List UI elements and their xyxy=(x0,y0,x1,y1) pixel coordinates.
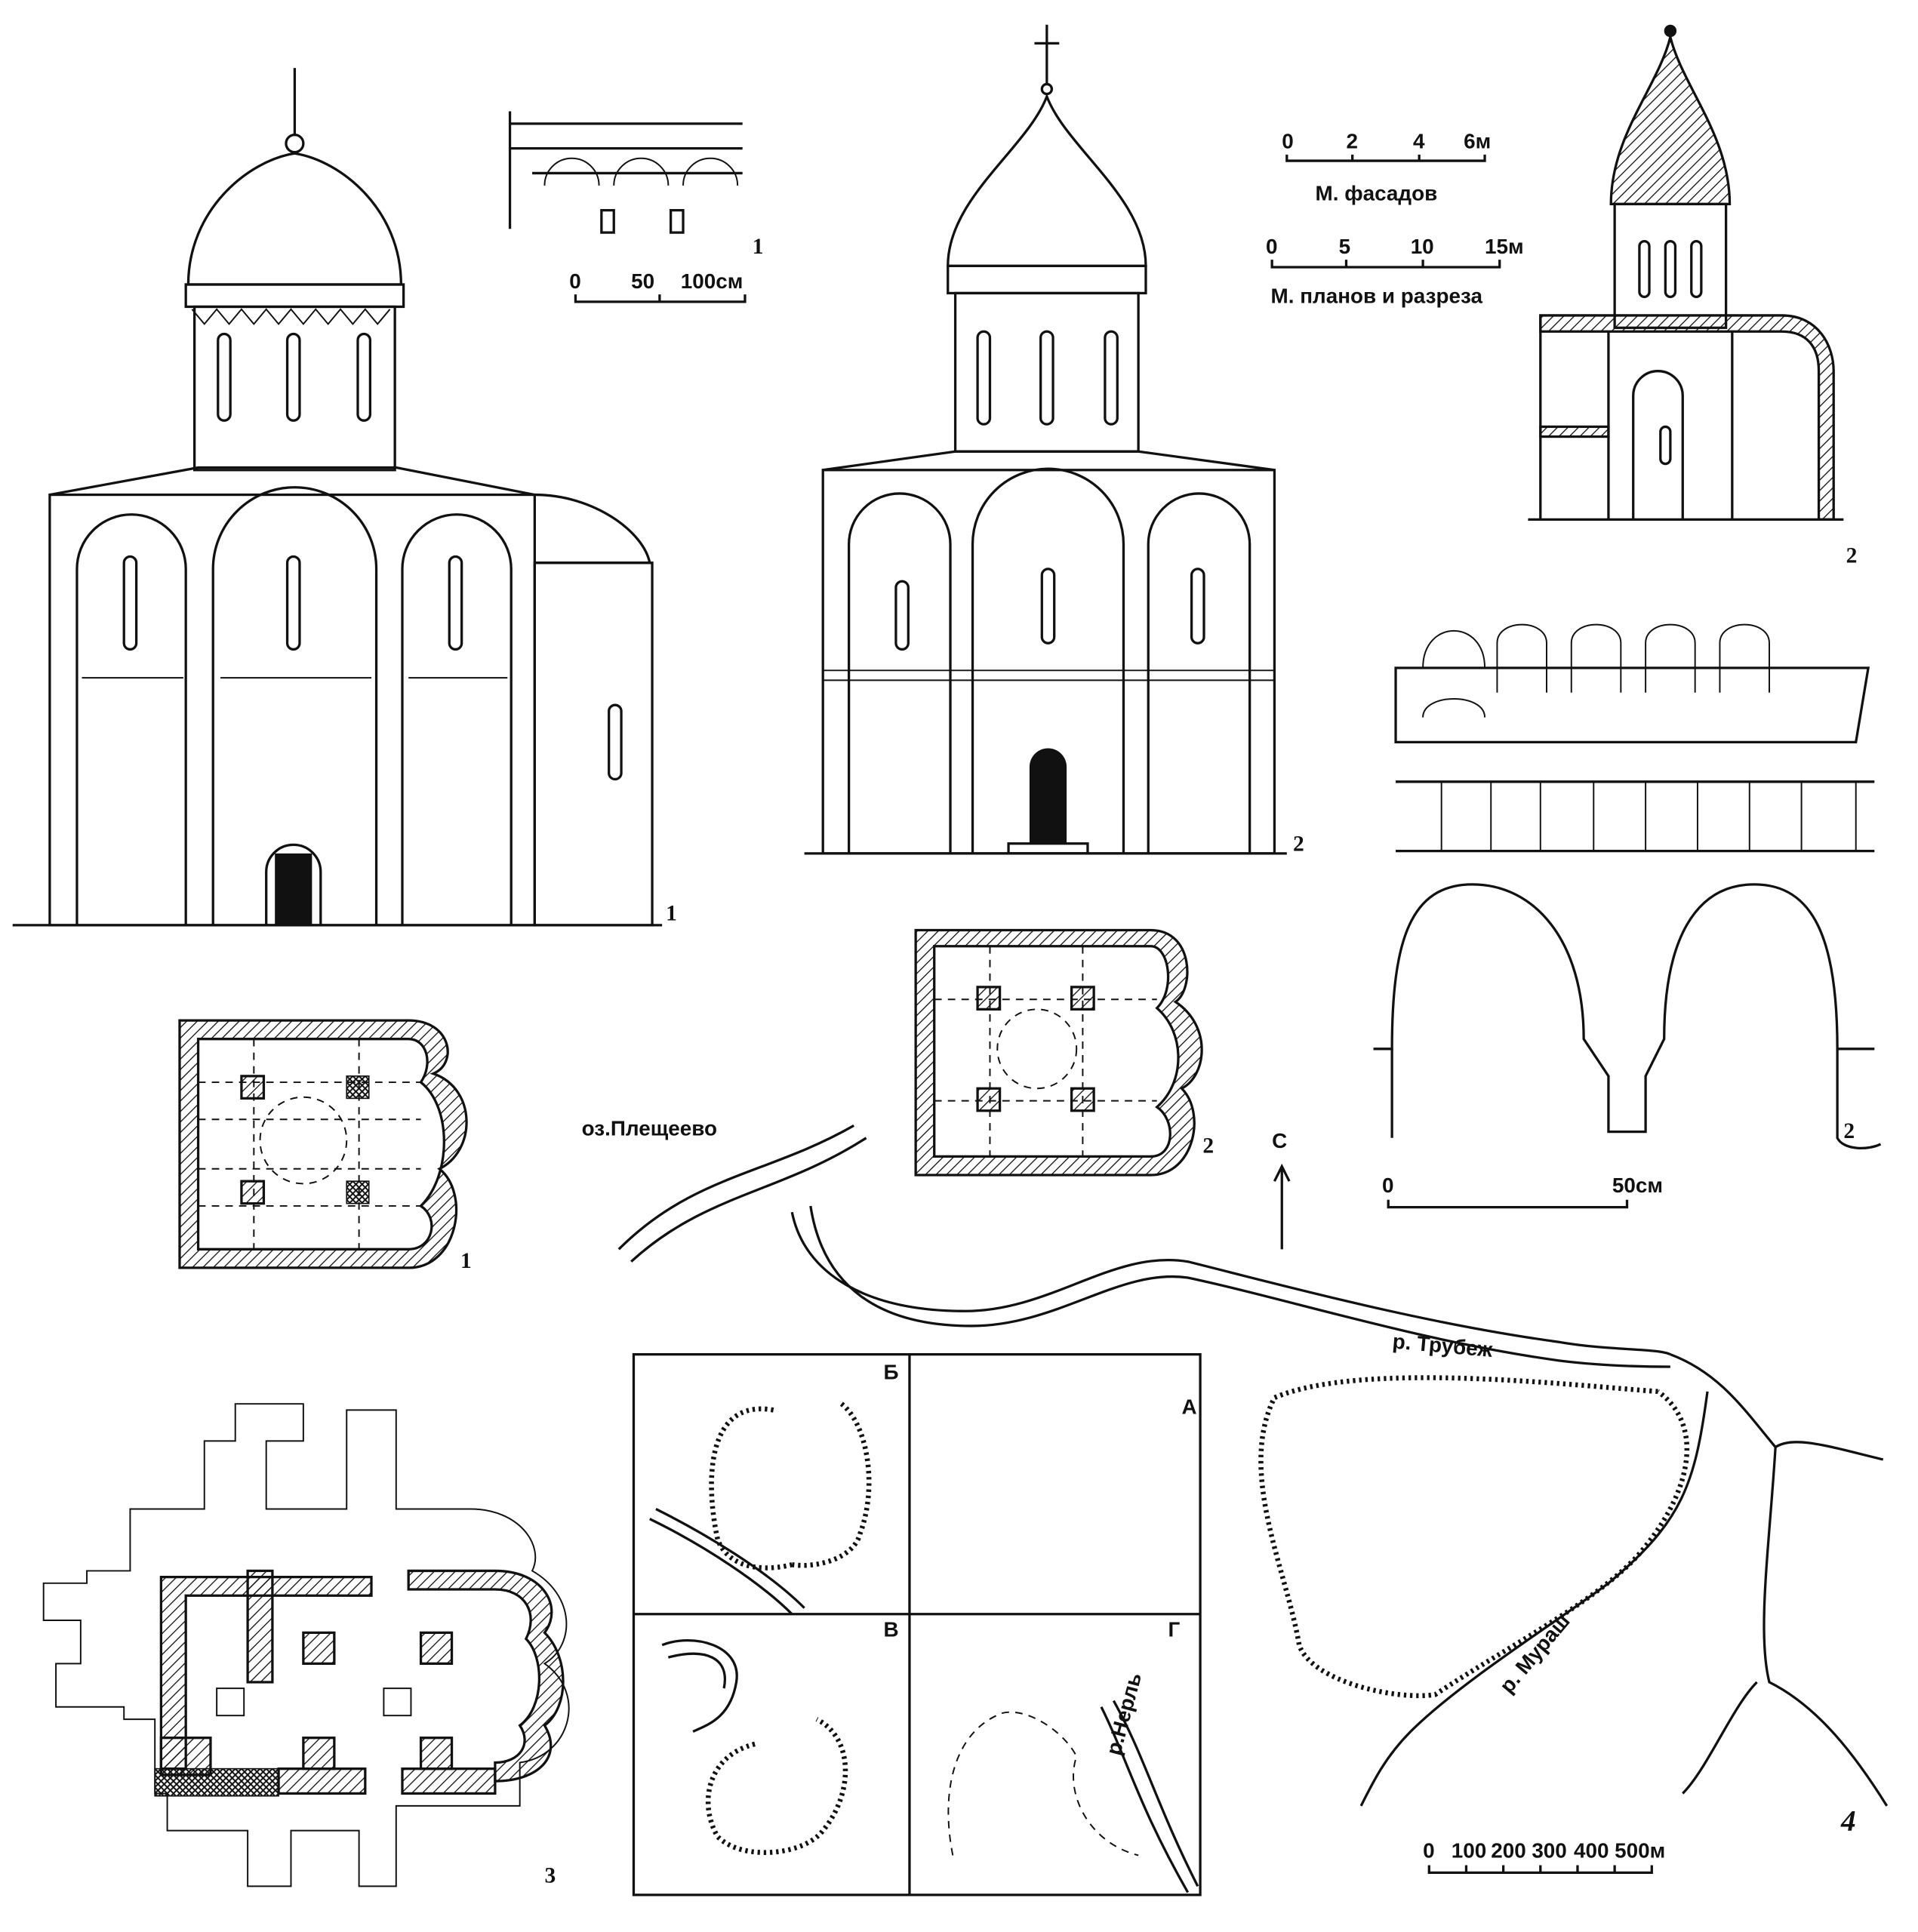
figure-number-section-2: 2 xyxy=(1846,544,1858,568)
svg-text:15м: 15м xyxy=(1485,235,1524,258)
svg-text:2: 2 xyxy=(1346,130,1357,153)
church-plan-1: 1 xyxy=(178,1019,472,1273)
figure-number-facade-2: 2 xyxy=(1293,832,1304,857)
svg-text:6м: 6м xyxy=(1464,130,1491,153)
figure-number-cornice: 1 xyxy=(753,235,764,259)
church-facade-1: 1 xyxy=(12,68,677,927)
north-arrow: С xyxy=(1272,1129,1291,1250)
svg-text:М. планов и разреза: М. планов и разреза xyxy=(1271,285,1483,308)
svg-text:10: 10 xyxy=(1411,235,1434,258)
svg-text:Б: Б xyxy=(884,1360,899,1383)
svg-text:0: 0 xyxy=(1266,235,1278,258)
cornice-scale-bar: 0 50 100см xyxy=(569,269,747,303)
plan-scale-bar: 0 5 10 15м М. планов и разреза xyxy=(1266,235,1524,308)
svg-text:100: 100 xyxy=(1452,1839,1486,1863)
lake-label: оз.Плещеево xyxy=(582,1117,717,1140)
svg-text:4: 4 xyxy=(1413,130,1425,153)
svg-text:0: 0 xyxy=(1423,1839,1435,1863)
svg-text:0: 0 xyxy=(1282,130,1294,153)
svg-text:В: В xyxy=(884,1617,899,1641)
carved-frieze xyxy=(1394,623,1875,853)
figure-number-facade-1: 1 xyxy=(666,901,677,925)
river-nerl-label: р.Нерль xyxy=(1101,1670,1146,1758)
svg-text:0: 0 xyxy=(569,269,581,293)
church-section-2: 2 xyxy=(1528,24,1858,568)
church-plan-2: 2 xyxy=(914,928,1214,1177)
svg-text:400: 400 xyxy=(1574,1839,1609,1863)
cornice-detail: 1 0 50 100см xyxy=(508,111,764,303)
svg-text:500м: 500м xyxy=(1615,1839,1665,1863)
church-facade-2: 2 xyxy=(804,24,1304,857)
figure-number-plan-2: 2 xyxy=(1202,1134,1214,1158)
svg-text:50: 50 xyxy=(631,269,654,293)
site-map: оз.Плещеево С А р. Трубеж р. Мураш 4 0 1… xyxy=(582,1117,1889,1874)
svg-text:0: 0 xyxy=(1382,1174,1393,1197)
svg-text:200: 200 xyxy=(1491,1839,1525,1863)
figure-number-ornament: 2 xyxy=(1843,1119,1855,1143)
svg-text:300: 300 xyxy=(1532,1839,1566,1863)
svg-text:С: С xyxy=(1272,1129,1287,1152)
arch-profile: 2 0 50см xyxy=(1373,883,1882,1209)
svg-text:Г: Г xyxy=(1168,1617,1180,1641)
river-trubezh-label: р. Трубеж xyxy=(1392,1330,1494,1361)
figure-number-plan-3: 3 xyxy=(544,1863,556,1887)
svg-text:5: 5 xyxy=(1339,235,1351,258)
inset-maps: Б В Г р.Нерль xyxy=(632,1352,1202,1897)
facade-scale-bar: 0 2 4 6м М. фасадов xyxy=(1282,130,1491,205)
ornament-scale-bar: 0 50см xyxy=(1382,1174,1663,1209)
map-scale-bar: 0 100 200 300 400 500м xyxy=(1423,1839,1665,1874)
site-a-label: А xyxy=(1182,1395,1197,1418)
svg-text:50см: 50см xyxy=(1612,1174,1663,1197)
figure-number-plan-1: 1 xyxy=(460,1249,472,1273)
church-plan-3: 3 xyxy=(42,1403,570,1887)
svg-text:100см: 100см xyxy=(681,269,743,293)
svg-text:М. фасадов: М. фасадов xyxy=(1316,182,1438,205)
figure-number-map: 4 xyxy=(1840,1804,1856,1838)
